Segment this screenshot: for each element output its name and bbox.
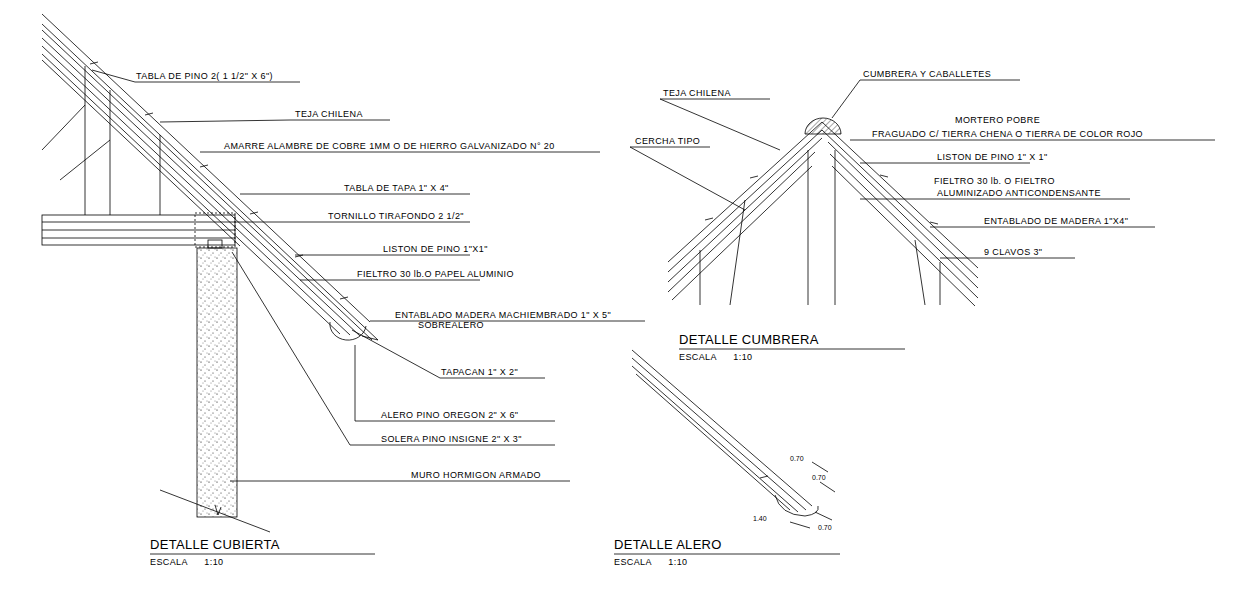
dimension: 1.40 (753, 515, 767, 523)
scale-note: ESCALA 1:10 (679, 352, 752, 362)
callout-label: 9 CLAVOS 3" (984, 247, 1042, 257)
callout-label: SOBREALERO (418, 320, 484, 330)
callout-label: LISTON DE PINO 1" X 1" (937, 152, 1048, 162)
callout-label: FIELTRO 30 lb.O PAPEL ALUMINIO (357, 269, 514, 279)
callout-label: MORTERO POBRE (955, 115, 1040, 125)
callout-label: TAPACAN 1" X 2" (441, 367, 518, 377)
dimension: 0.70 (812, 474, 826, 482)
callout-label: ALUMINIZADO ANTICONDENSANTE (937, 188, 1101, 198)
scale-note: ESCALA 1:10 (614, 557, 687, 567)
callout-label: ENTABLADO MADERA MACHIEMBRADO 1" X 5" (395, 310, 611, 320)
callout-label: SOLERA PINO INSIGNE 2" X 3" (381, 434, 522, 444)
callout-label: TEJA CHILENA (663, 88, 731, 98)
detail-title: DETALLE ALERO (614, 538, 722, 552)
dimension: 0.70 (818, 524, 832, 532)
callout-label: CUMBRERA Y CABALLETES (863, 69, 991, 79)
callout-label: TABLA DE PINO 2( 1 1/2" X 6") (136, 71, 273, 81)
callout-label: FRAGUADO C/ TIERRA CHENA O TIERRA DE COL… (872, 129, 1143, 139)
callout-label: ENTABLADO DE MADERA 1"X4" (984, 216, 1128, 226)
callout-label: TEJA CHILENA (295, 109, 363, 119)
detail-title: DETALLE CUBIERTA (150, 538, 280, 552)
callout-label: FIELTRO 30 lb. O FIELTRO (934, 176, 1055, 186)
scale-note: ESCALA 1:10 (150, 557, 223, 567)
callout-label: LISTON DE PINO 1"X1" (383, 244, 488, 254)
callout-label: ALERO PINO OREGON 2" X 6" (381, 410, 518, 420)
callout-label: AMARRE ALAMBRE DE COBRE 1MM O DE HIERRO … (224, 141, 555, 151)
callout-label: TORNILLO TIRAFONDO 2 1/2" (328, 211, 464, 221)
callout-label: CERCHA TIPO (635, 136, 700, 146)
dimension: 0.70 (790, 455, 804, 463)
callout-label: TABLA DE TAPA 1" X 4" (344, 183, 449, 193)
callout-label: MURO HORMIGON ARMADO (411, 470, 541, 480)
detail-title: DETALLE CUMBRERA (679, 333, 819, 347)
